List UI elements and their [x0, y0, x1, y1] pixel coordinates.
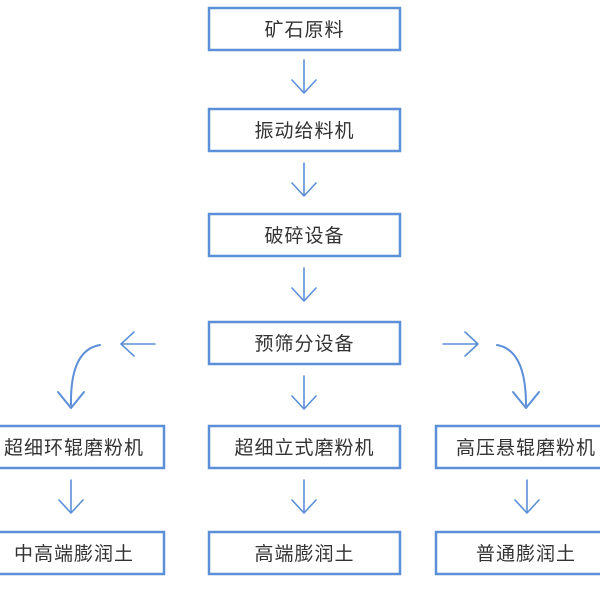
node-ultrafine-vertical-label: 超细立式磨粉机: [234, 437, 374, 459]
node-crusher-label: 破碎设备: [264, 225, 344, 247]
node-mid-high-bentonite: 中高端膨润土: [0, 530, 166, 576]
arrow-down-5-center: [291, 479, 317, 514]
arrow-right: [442, 331, 479, 357]
node-common-bentonite: 普通膨润土: [434, 530, 600, 576]
branch-right: [496, 344, 540, 409]
node-ultrafine-ring: 超细环辊磨粉机: [0, 424, 166, 470]
arrow-down-2: [291, 162, 317, 197]
node-feeder-label: 振动给料机: [254, 120, 354, 142]
arrow-left: [120, 331, 156, 357]
node-feeder: 振动给料机: [207, 107, 402, 153]
node-ore: 矿石原料: [207, 6, 402, 52]
branch-left: [57, 344, 101, 409]
node-prescreen: 预筛分设备: [207, 320, 402, 366]
node-high-pressure-label: 高压悬辊磨粉机: [456, 437, 596, 459]
node-crusher: 破碎设备: [207, 212, 402, 258]
node-ore-label: 矿石原料: [264, 19, 344, 41]
node-ultrafine-vertical: 超细立式磨粉机: [207, 424, 402, 470]
node-prescreen-label: 预筛分设备: [254, 333, 354, 355]
arrow-down-1: [291, 59, 317, 94]
arrow-down-5-right: [514, 479, 540, 514]
node-ultrafine-ring-label: 超细环辊磨粉机: [4, 437, 144, 459]
arrow-down-5-left: [58, 479, 84, 514]
node-mid-high-bentonite-label: 中高端膨润土: [14, 543, 134, 565]
arrow-down-3: [291, 267, 317, 302]
node-high-bentonite: 高端膨润土: [207, 530, 402, 576]
arrow-down-4: [291, 375, 317, 410]
node-high-bentonite-label: 高端膨润土: [254, 543, 354, 565]
node-high-pressure: 高压悬辊磨粉机: [434, 424, 600, 470]
node-common-bentonite-label: 普通膨润土: [476, 543, 576, 565]
